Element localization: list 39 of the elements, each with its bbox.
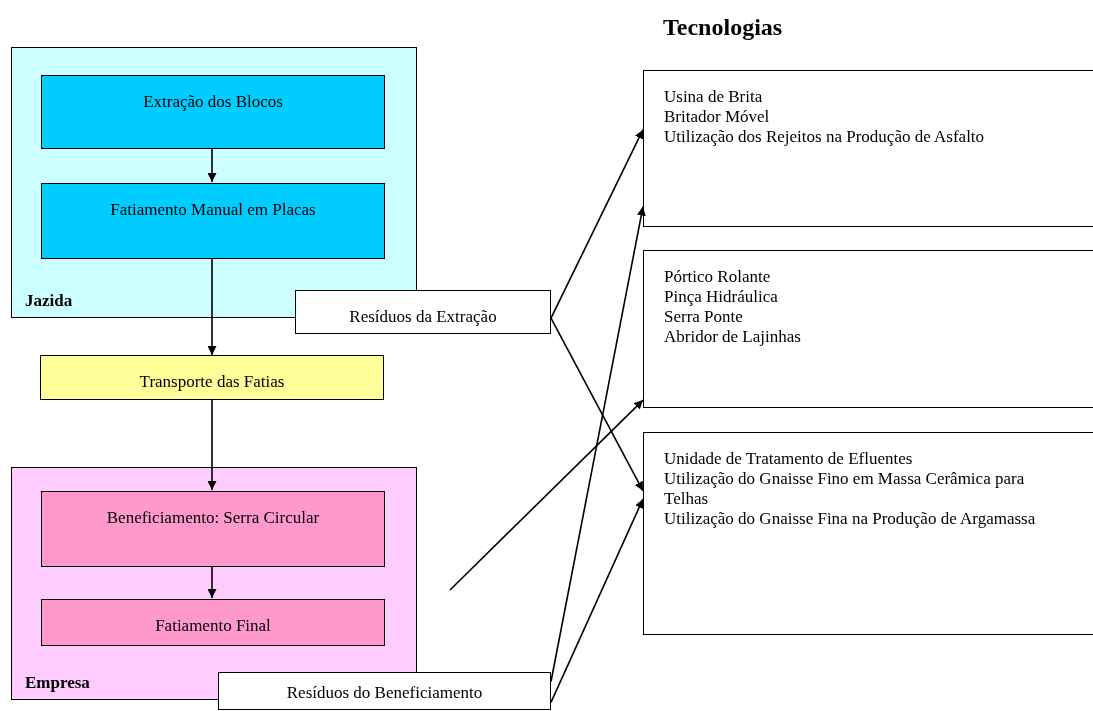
box-label: Beneficiamento: Serra Circular xyxy=(106,508,320,528)
process-box xyxy=(40,355,384,400)
box-label: Transporte das Fatias xyxy=(139,372,285,392)
arrow xyxy=(550,498,644,704)
technology-item: Utilização do Gnaisse Fina na Produção de Argamassa xyxy=(664,509,1036,529)
box-label: Resíduos do Beneficiamento xyxy=(286,683,483,703)
arrow xyxy=(449,399,644,591)
technology-item: Utilização dos Rejeitos na Produção de Asfalto xyxy=(664,127,985,147)
box-label: Fatiamento Manual em Placas xyxy=(110,200,316,220)
technology-item: Unidade de Tratamento de Efluentes xyxy=(664,449,913,469)
technology-item: Pinça Hidráulica xyxy=(664,287,778,307)
box-label: Extração dos Blocos xyxy=(143,92,283,112)
box-label: Resíduos da Extração xyxy=(349,307,497,327)
technology-box xyxy=(643,250,1093,408)
arrow xyxy=(207,565,217,599)
arrow xyxy=(550,205,646,683)
technology-box xyxy=(643,70,1093,227)
diagram-title: Tecnologias xyxy=(663,14,783,41)
arrow xyxy=(207,257,217,356)
technology-item: Pórtico Rolante xyxy=(664,267,771,287)
technology-box xyxy=(643,432,1093,635)
process-box xyxy=(41,491,385,567)
area-label: Empresa xyxy=(25,673,90,693)
waste-box xyxy=(218,672,551,710)
technology-item: Abridor de Lajinhas xyxy=(664,327,801,347)
process-box xyxy=(41,599,385,646)
technology-item: Britador Móvel xyxy=(664,107,770,127)
area-label: Jazida xyxy=(25,291,73,311)
arrow xyxy=(207,147,217,183)
technology-item: Utilização do Gnaisse Fino em Massa Cerâmica para Telhas xyxy=(664,469,1026,509)
box-label: Fatiamento Final xyxy=(155,616,271,636)
arrow xyxy=(207,399,217,491)
process-box xyxy=(41,75,385,149)
arrow xyxy=(550,128,644,319)
technology-item: Serra Ponte xyxy=(664,307,743,327)
technology-item: Usina de Brita xyxy=(664,87,763,107)
waste-box xyxy=(295,290,551,334)
arrow xyxy=(550,317,644,492)
process-box xyxy=(41,183,385,259)
